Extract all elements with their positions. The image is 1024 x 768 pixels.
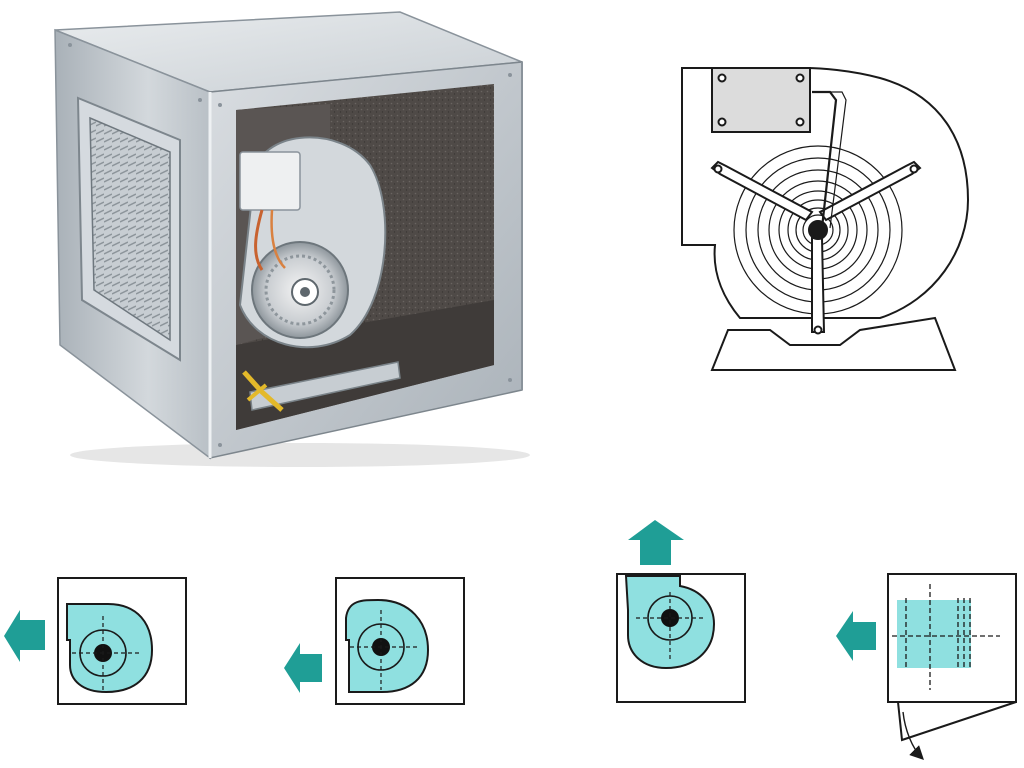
motor-support-arms xyxy=(710,160,922,335)
orientation-icon-3 xyxy=(616,520,746,703)
outlet-arrow-up-icon xyxy=(628,520,684,565)
outlet-arrow-left-icon xyxy=(836,611,876,661)
fan-side-drawing xyxy=(681,67,970,371)
hub-icon xyxy=(661,609,679,627)
cabinet-fan-photo xyxy=(54,11,530,467)
access-door xyxy=(897,701,1017,742)
door-swing-arrow-icon xyxy=(902,711,924,760)
hub-icon xyxy=(808,220,828,240)
mounting-rail xyxy=(249,361,401,411)
terminal-box-drawing xyxy=(711,67,811,133)
orientation-icon-2 xyxy=(284,577,465,705)
fan-side-block xyxy=(897,600,971,668)
outlet-arrow-left-icon xyxy=(284,643,322,693)
outlet-arrow-left-icon xyxy=(4,610,45,662)
side-inlet-grille xyxy=(89,116,171,342)
orientation-icon-4 xyxy=(836,573,1017,760)
fan-base xyxy=(710,316,957,371)
terminal-box xyxy=(239,151,301,211)
orientation-icon-1 xyxy=(4,577,187,705)
